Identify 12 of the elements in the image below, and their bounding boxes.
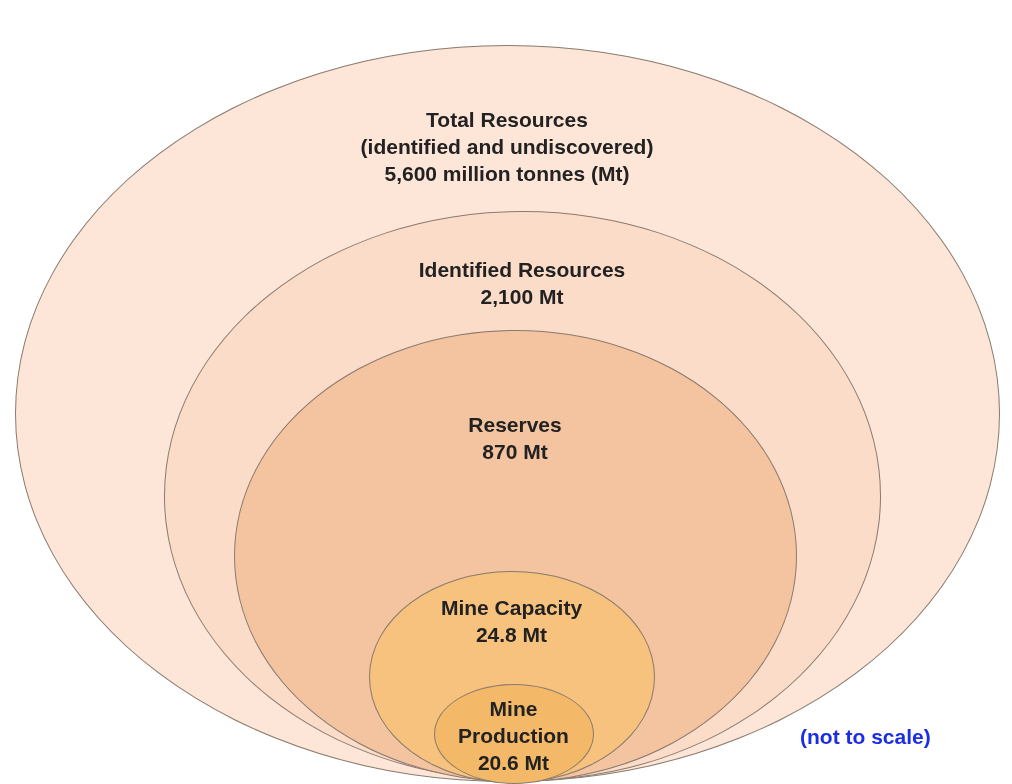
ellipse-heading: Mine Capacity xyxy=(440,596,583,619)
note-text: (not to scale) xyxy=(800,725,931,749)
ellipse-text: 870 Mt xyxy=(482,440,548,463)
ellipse-text: 5,600 million tonnes (Mt) xyxy=(384,162,630,185)
ellipse-heading: Identified Resources xyxy=(418,258,626,281)
ellipse-text: 20.6 Mt xyxy=(477,751,550,774)
ellipse-text: 2,100 Mt xyxy=(480,285,564,308)
ellipse-heading: Total Resources xyxy=(426,108,588,131)
ellipse-text: (identified and undiscovered) xyxy=(360,135,654,158)
ellipse-heading: Reserves xyxy=(468,413,562,436)
ellipse-heading: Mine Production xyxy=(458,697,569,747)
ellipse-text: 24.8 Mt xyxy=(475,623,548,646)
